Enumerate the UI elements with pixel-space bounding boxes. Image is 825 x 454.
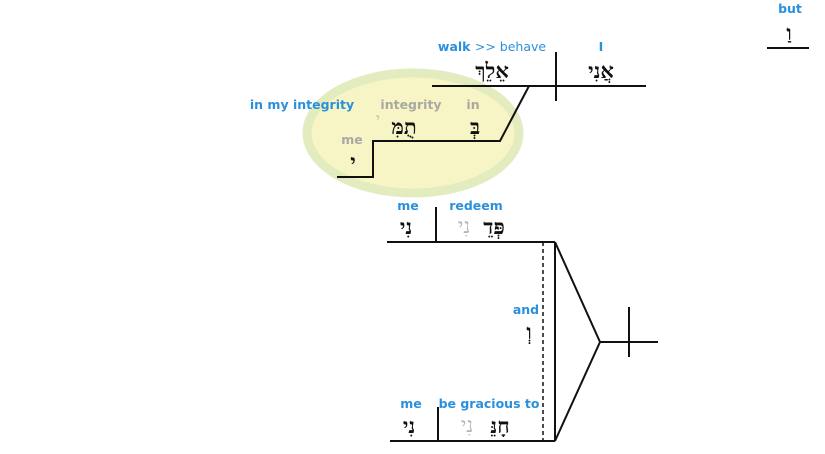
hebrew-integrity-suffix: י (376, 110, 380, 128)
hebrew-walk: אֵלֵךְ (475, 58, 509, 83)
gloss-walk: walk >> behave (437, 39, 547, 54)
highlight-ellipse (302, 68, 524, 198)
gloss-be-gracious: be gracious to (438, 396, 540, 411)
hebrew-redeem: פְּדֵ (483, 214, 505, 239)
hebrew-me-bottom: נִי (402, 413, 416, 438)
gloss-but: but (778, 1, 802, 16)
gloss-me-top: me (397, 198, 419, 213)
hebrew-be-gracious-suffix: נִי (460, 413, 474, 437)
hebrew-and: וְ (526, 319, 532, 344)
gloss-and: and (512, 302, 540, 317)
hebrew-redeem-suffix: נִי (457, 214, 471, 238)
gloss-in-my-integrity: in my integrity (249, 97, 355, 112)
hebrew-but: וַ (786, 20, 792, 45)
gloss-i: I (598, 39, 604, 54)
hebrew-i: אֲנִי (588, 58, 614, 83)
gloss-redeem: redeem (449, 198, 503, 213)
hebrew-integrity: תֻמִּ (391, 114, 417, 139)
compound-fork (554, 241, 602, 442)
hebrew-me-possessor: י (350, 149, 356, 174)
gloss-in: in (466, 97, 480, 112)
prepositional-phrase-line (337, 85, 530, 178)
gloss-me-bottom: me (400, 396, 422, 411)
hebrew-me-top: נִי (399, 214, 413, 239)
hebrew-in: בְּ (469, 114, 481, 139)
gloss-me-possessor: me (341, 132, 363, 147)
gloss-integrity: integrity (380, 97, 442, 112)
hebrew-be-gracious: חָנֵּ (490, 413, 510, 438)
